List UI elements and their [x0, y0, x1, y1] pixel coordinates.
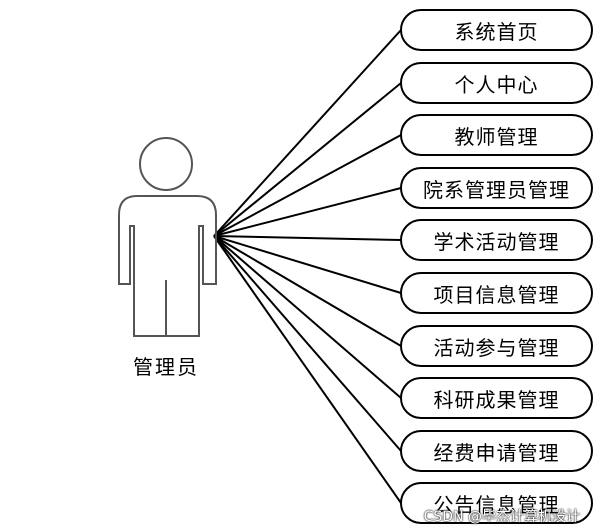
use-case-5: 学术活动管理: [400, 219, 593, 261]
use-case-label: 公告信息管理: [433, 492, 560, 517]
association-line-9: [213, 235, 402, 452]
association-line-8: [213, 235, 402, 399]
use-case-8: 科研成果管理: [400, 377, 593, 419]
association-line-4: [213, 187, 402, 237]
association-line-3: [213, 134, 402, 237]
association-line-2: [213, 82, 402, 237]
association-line-10: [213, 235, 402, 504]
use-case-6: 项目信息管理: [400, 272, 593, 314]
use-case-label: 学术活动管理: [433, 229, 560, 254]
use-case-label: 项目信息管理: [433, 282, 560, 307]
watermark: CSDN @毕杰计算机设计: [423, 509, 580, 525]
association-line-6: [213, 235, 402, 294]
actor-head: [139, 137, 193, 191]
use-case-4: 院系管理员管理: [400, 167, 593, 209]
association-line-7: [213, 235, 402, 347]
actor-body: [118, 195, 217, 337]
actor-figure: [118, 137, 217, 337]
actor-label: 管理员: [133, 355, 199, 379]
use-case-label: 活动参与管理: [433, 335, 560, 360]
use-case-label: 个人中心: [454, 72, 539, 97]
use-case-2: 个人中心: [400, 62, 593, 104]
association-lines: [213, 29, 402, 504]
use-case-label: 系统首页: [454, 19, 539, 44]
use-case-label: 科研成果管理: [433, 387, 560, 412]
use-case-label: 院系管理员管理: [423, 177, 570, 202]
use-case-9: 经费申请管理: [400, 430, 593, 472]
association-line-5: [213, 235, 402, 241]
use-case-label: 教师管理: [454, 124, 539, 149]
use-case-label: 经费申请管理: [433, 440, 560, 465]
use-case-10: 公告信息管理: [400, 482, 593, 524]
use-case-3: 教师管理: [400, 114, 593, 156]
use-case-7: 活动参与管理: [400, 325, 593, 367]
use-case-1: 系统首页: [400, 9, 593, 51]
association-line-1: [213, 29, 402, 237]
